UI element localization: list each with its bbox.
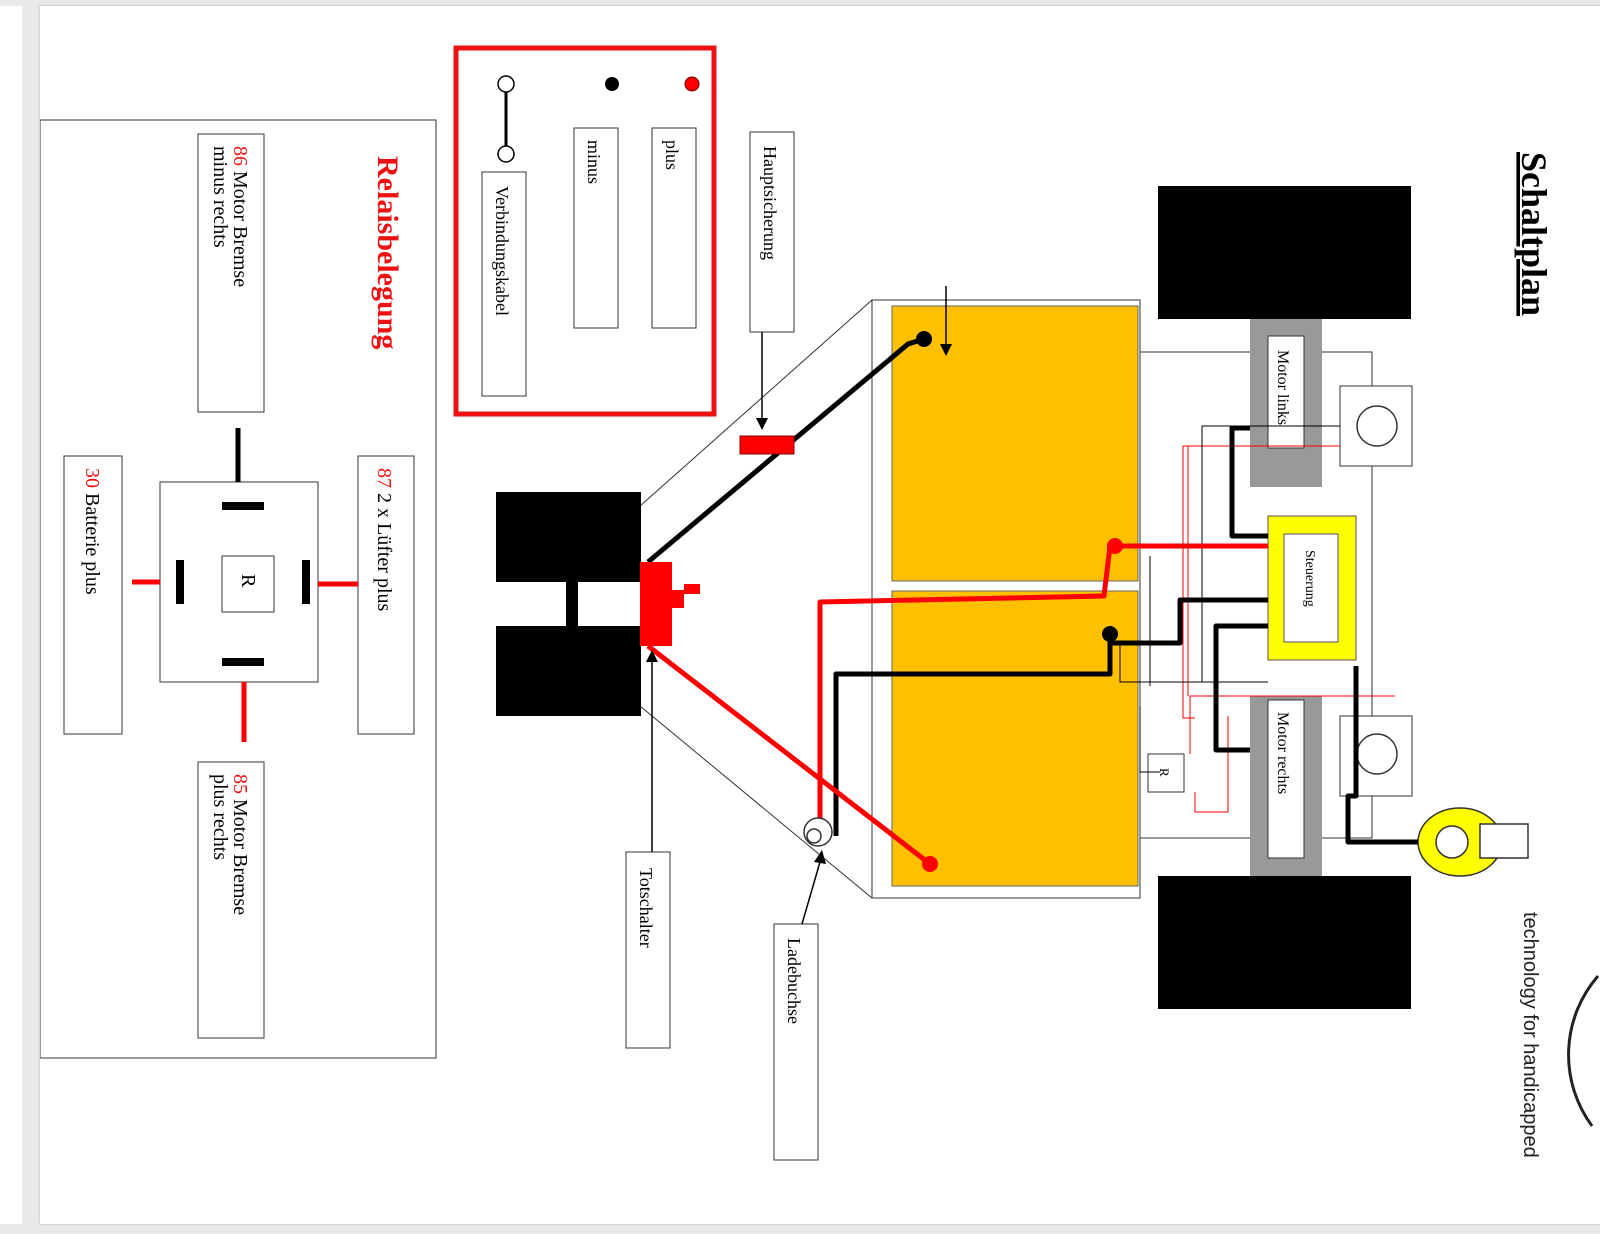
battery-bottom-minus-terminal [1102,626,1118,642]
relay-pin86-number: 86 [229,146,251,166]
legend-minus-label: minus [584,140,604,184]
charge-socket-inner [806,828,822,844]
brake-left-circle [1356,405,1398,447]
main-fuse-callout-arrow [756,418,768,430]
kill-switch-tab [684,584,700,594]
relay-heading: Relaisbelegung [371,156,404,349]
relay-pin30-text: Batterie plus [81,493,103,595]
kill-switch [640,562,672,646]
controller-label: Steuerung [1302,550,1317,607]
front-axle [566,580,578,626]
logo-arc [1567,975,1600,1127]
brake-right-circle [1356,733,1398,775]
bay-arrow-head [940,344,952,356]
relay-pin30-number: 30 [81,468,103,488]
charge-socket-callout-line [801,861,821,925]
legend-plus-box [651,127,697,329]
battery-top [891,305,1139,582]
diagram-title: Schaltplan [1514,152,1554,316]
motor-left-box [1267,335,1305,449]
previous-page-edge [0,6,22,1224]
relay-pin87-number: 87 [373,468,395,488]
relay-pin86-contact [222,502,264,510]
thick-black-wires [646,336,1418,845]
kill-switch-lever [670,590,684,608]
relay-center-box [221,555,275,613]
brand-text: technology for handicapped [1519,912,1541,1158]
battery-bottom-plus-terminal [922,856,938,872]
relay-pin87-contact [302,560,310,604]
chassis-line-top [639,299,873,507]
charge-socket-callout-label: Ladebuchse [784,938,804,1024]
relay-pin86-box [197,133,265,413]
relay-pin30-line: 30 Batterie plus [81,468,103,595]
thin-black-wires [1119,425,1340,773]
motor-right-label: Motor rechts [1274,712,1291,794]
relay-pin87-box [357,455,415,735]
legend-cable-label: Verbindungskabel [492,186,512,316]
legend-minus-box [573,127,619,329]
wheel-rear-bottom [1158,876,1411,1009]
relay-pin30-box [63,455,123,735]
main-fuse [739,435,795,455]
legend-minus-dot [605,77,619,91]
relay-pin85-box [197,761,265,1039]
relay-pin87-line: 87 2 x Lüfter plus [373,468,395,612]
main-fuse-callout-box [749,131,795,333]
legend-plus-dot [684,76,700,92]
kill-switch-callout-arrow [646,650,658,662]
relay-pin85-contact [222,658,264,666]
charge-socket-callout-arrow [814,850,826,864]
relay-pin86-text2: minus rechts [209,146,231,248]
controller-inner [1283,533,1339,643]
joystick-knob [1435,825,1469,859]
relay-center-label: R [237,574,259,588]
schematic-sheet: Schaltplan technology for handicapped Mo… [39,6,1600,1224]
legend-cable-end-top [497,75,515,93]
battery-bottom [891,590,1139,887]
relay-pin85-text2: plus rechts [209,774,231,860]
battery-top-plus-terminal [1107,538,1123,554]
wheel-front-bottom [496,626,641,716]
main-fuse-callout-label: Hauptsicherung [760,146,780,260]
motor-left-label: Motor links [1274,350,1291,425]
thin-red-wires [1182,445,1395,813]
motor-right-box [1267,699,1305,859]
small-relay-label: R [1157,768,1172,777]
legend-plus-label: plus [662,140,682,170]
relay-pin86-text1: Motor Bremse [229,171,251,287]
battery-top-minus-terminal [916,331,932,347]
wheel-rear-top [1158,186,1411,319]
kill-switch-callout-box [625,851,671,1049]
wiring-diagram: Schaltplan technology for handicapped Mo… [39,45,1600,1161]
wheel-front-top [496,492,641,582]
legend-cable-end-bottom [497,145,515,163]
charge-socket-callout-box [773,923,819,1161]
legend-cable-box [481,171,527,397]
small-relay-box [1147,753,1185,793]
relay-pin85-number: 85 [229,774,251,794]
relay-pin86-line1: 86 Motor Bremse [229,146,251,287]
relay-pin85-line1: 85 Motor Bremse [229,774,251,915]
relay-pin85-text1: Motor Bremse [229,799,251,915]
kill-switch-callout-label: Totschalter [636,868,656,948]
relay-pin30-contact [176,560,184,604]
joystick-display [1479,823,1529,859]
relay-pin87-text: 2 x Lüfter plus [373,493,395,612]
chassis-line-bottom [639,705,873,899]
